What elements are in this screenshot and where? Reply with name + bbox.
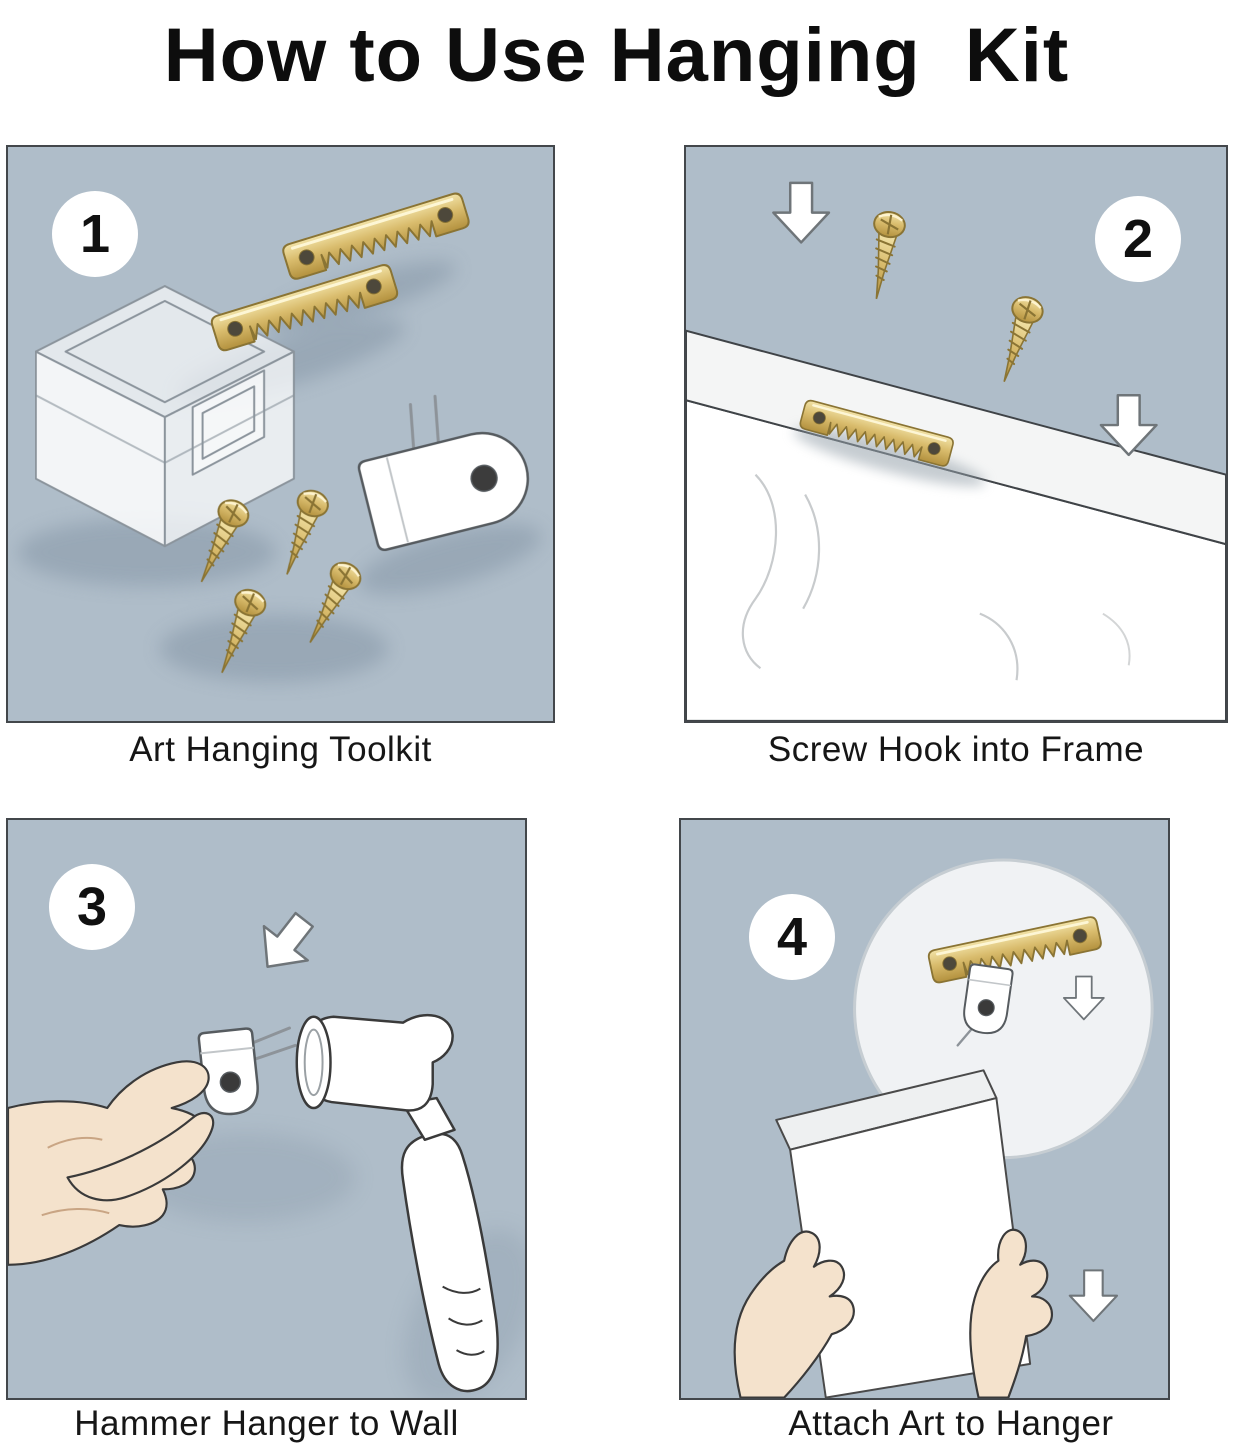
nail-in-hook-icon (357, 394, 530, 552)
panel-caption: Screw Hook into Frame (767, 730, 1145, 769)
wood-frame-icon (686, 329, 1226, 721)
panel-step-3: 3 (6, 818, 527, 1400)
storage-box-icon (34, 285, 295, 548)
screw-icon (309, 561, 362, 644)
hand-icon (969, 1228, 1054, 1398)
down-arrow-icon (1068, 1269, 1119, 1323)
panel2-illustration (686, 181, 1226, 721)
down-arrow-icon (262, 911, 315, 968)
shadow (793, 427, 986, 487)
sawtooth-hanger-icon (799, 399, 954, 467)
step-number-badge: 4 (749, 894, 835, 980)
panel1-illustration (17, 192, 542, 683)
panel-step-2: 2 (684, 145, 1228, 723)
screw-icon (221, 588, 267, 674)
down-arrow-icon (1099, 394, 1158, 457)
step-number-badge: 1 (52, 191, 138, 277)
panel4-illustration (733, 858, 1154, 1398)
hand-icon (733, 1230, 855, 1398)
step-number-badge: 2 (1095, 196, 1181, 282)
panel-step-4: 4 (679, 818, 1170, 1400)
screw-icon (1003, 296, 1044, 382)
down-arrow-icon (1062, 975, 1105, 1021)
nail-in-hook-icon (956, 963, 1014, 1047)
down-arrow-icon (772, 181, 831, 244)
nail-in-hook-icon (197, 1026, 297, 1116)
page-title: How to Use Hanging Kit (163, 13, 1070, 98)
panel-caption: Attach Art to Hanger (788, 1404, 1114, 1443)
panel-caption: Art Hanging Toolkit (129, 730, 432, 769)
step-number-badge: 3 (49, 864, 135, 950)
sawtooth-hanger-icon (282, 192, 470, 280)
hand-icon (8, 1060, 215, 1266)
panel-caption: Hammer Hanger to Wall (74, 1404, 459, 1443)
sawtooth-hanger-icon (210, 264, 399, 352)
hammer-icon (295, 1013, 499, 1393)
panel3-illustration (8, 911, 525, 1398)
sawtooth-hanger-icon (927, 916, 1102, 984)
panel-step-1: 1 (6, 145, 555, 723)
screw-icon (200, 499, 250, 583)
screw-icon (873, 211, 906, 300)
screw-icon (286, 489, 329, 575)
